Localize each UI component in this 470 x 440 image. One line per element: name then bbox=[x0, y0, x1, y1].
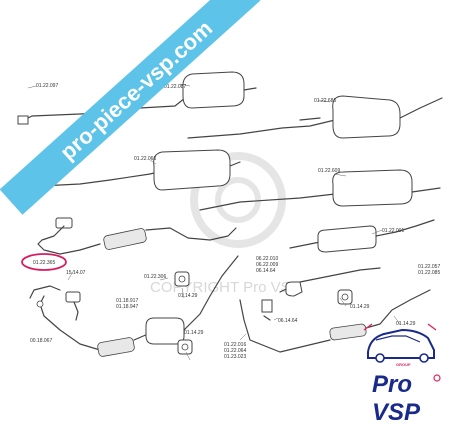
part-label-00-18-067: 00.18.067 bbox=[30, 338, 52, 344]
exhaust-system-4 bbox=[199, 169, 441, 211]
muffler-01-22-087 bbox=[182, 71, 245, 109]
part-label-01-22-306: 01.22.306 bbox=[144, 274, 166, 280]
logo-group-text: GROUP bbox=[396, 362, 411, 367]
part-label-01-22-016: 01.22.016 bbox=[224, 342, 246, 348]
part-label-01-18-947: 01.18.947 bbox=[116, 304, 138, 310]
downpipe-catalyst bbox=[29, 255, 239, 357]
car-icon bbox=[363, 323, 437, 363]
highlight-ring bbox=[21, 253, 67, 271]
part-label-06-14-64-a: 06.14.64 bbox=[256, 268, 276, 274]
muffler-01-22-066 bbox=[153, 149, 231, 191]
part-label-01-22-085: 01.22.085 bbox=[418, 270, 440, 276]
part-label-01-22-057: 01.22.057 bbox=[418, 264, 440, 270]
exhaust-system-2 bbox=[187, 95, 443, 139]
part-label-01-23-023: 01.23.023 bbox=[224, 354, 246, 360]
silencer-01-22-001 bbox=[317, 225, 377, 253]
part-label-06-22-009: 06.22.009 bbox=[256, 262, 278, 268]
leader-lines bbox=[27, 83, 401, 361]
part-label-01-22-087: 01.22.087 bbox=[164, 84, 186, 90]
part-label-01-22-066: 01.22.066 bbox=[134, 156, 156, 162]
watermark-logo bbox=[190, 152, 286, 248]
flex-joint bbox=[103, 228, 147, 250]
part-label-01-14-29-a: 01.14.29 bbox=[178, 293, 198, 299]
part-label-01-14-29-c: 01.14.29 bbox=[350, 304, 370, 310]
gaskets bbox=[174, 271, 353, 355]
catalyst bbox=[145, 317, 185, 345]
part-label-01-22-064: 01.22.064 bbox=[224, 348, 246, 354]
part-label-06-14-64-b: 06.14.64 bbox=[278, 318, 298, 324]
part-label-01-22-097: 01.22.097 bbox=[36, 83, 58, 89]
part-label-01-22-001: 01.22.001 bbox=[382, 228, 404, 234]
part-label-15-14-07: 15.14.07 bbox=[66, 270, 86, 276]
part-label-01-18-917: 01.18.917 bbox=[116, 298, 138, 304]
logo-vsp-text: VSP bbox=[372, 399, 421, 426]
exhaust-system-6 bbox=[239, 267, 431, 353]
part-label-01-14-29-d: 01.14.29 bbox=[396, 321, 416, 327]
part-labels: 01.22.097 01.22.087 01.22.686 01.22.066 … bbox=[30, 83, 440, 360]
exhaust-system-5 bbox=[289, 219, 435, 253]
logo-pro-text: Pro bbox=[372, 371, 412, 398]
provsp-logo: GROUP Pro VSP bbox=[363, 323, 441, 426]
part-label-01-22-365: 01.22.365 bbox=[33, 260, 55, 266]
watermark-text: COPYRIGHT Pro VSP bbox=[150, 279, 301, 296]
part-label-01-14-29-b: 01.14.29 bbox=[184, 330, 204, 336]
part-label-01-22-686: 01.22.686 bbox=[314, 98, 336, 104]
part-label-01-22-609: 01.22.609 bbox=[318, 168, 340, 174]
muffler-01-22-609 bbox=[332, 169, 413, 207]
downpipe-01-22-365 bbox=[37, 217, 237, 255]
part-label-06-22-010: 06.22.010 bbox=[256, 256, 278, 262]
muffler-01-22-686 bbox=[332, 95, 401, 139]
